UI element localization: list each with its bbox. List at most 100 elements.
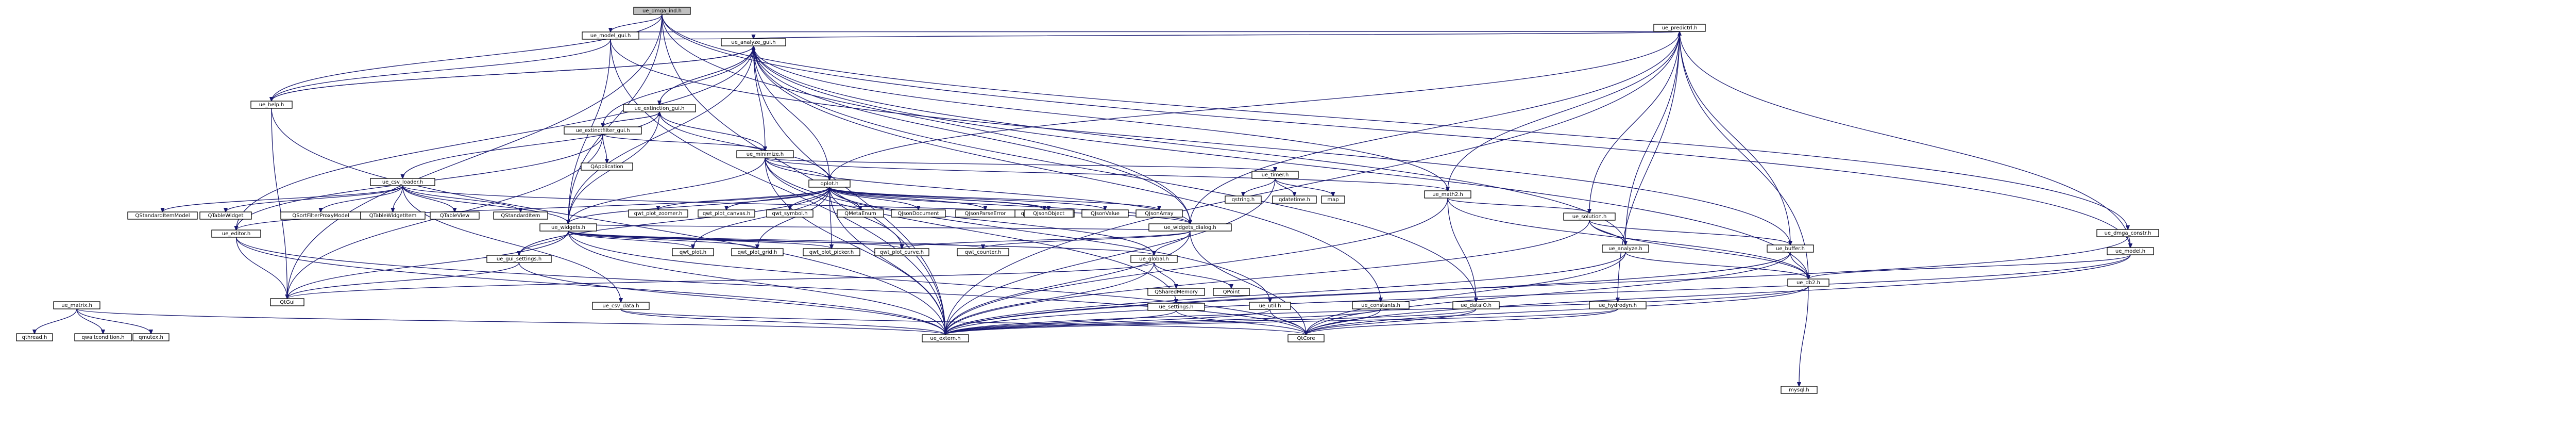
edge-ue_settings-to-ue_extern bbox=[945, 310, 1177, 335]
node-label: ue_math2.h bbox=[1432, 192, 1463, 198]
edge-ue_csv_loader-to-QSortFilterProxyModel bbox=[321, 185, 403, 212]
node-ue_dmga_constr[interactable]: ue_dmga_constr.h bbox=[2096, 229, 2159, 237]
node-ue_solution[interactable]: ue_solution.h bbox=[1563, 212, 1616, 221]
node-label: QTableView bbox=[440, 213, 469, 219]
node-QtGui[interactable]: QtGui bbox=[270, 298, 304, 306]
node-QTableView[interactable]: QTableView bbox=[430, 211, 480, 220]
node-ue_widgets_dialog[interactable]: ue_widgets_dialog.h bbox=[1148, 223, 1232, 232]
node-qwt_plot[interactable]: qwt_plot.h bbox=[672, 248, 714, 256]
edge-qplot-to-QJsonArray bbox=[829, 187, 1159, 210]
node-QJsonDocument[interactable]: QJsonDocument bbox=[891, 209, 946, 218]
edge-ue_predictrl-to-ue_widgets_dialog bbox=[1190, 31, 1680, 224]
node-label: ue_matrix.h bbox=[61, 303, 92, 308]
node-label: ue_minimize.h bbox=[747, 152, 784, 157]
node-label: ue_constants.h bbox=[1361, 303, 1400, 308]
node-label: qwt_plot_curve.h bbox=[880, 250, 924, 255]
node-label: ue_hydrodyn.h bbox=[1599, 303, 1637, 308]
edge-ue_widgets_dialog-to-QtCore bbox=[1190, 231, 1306, 335]
node-ue_editor[interactable]: ue_editor.h bbox=[211, 229, 261, 238]
node-QStandardItem[interactable]: QStandardItem bbox=[493, 211, 548, 220]
edge-ue_constants-to-ue_extern bbox=[945, 308, 1381, 335]
edge-qplot-to-qwt_plot_curve bbox=[829, 187, 902, 249]
node-QSortFilterProxyModel[interactable]: QSortFilterProxyModel bbox=[280, 211, 361, 220]
node-QtCore[interactable]: QtCore bbox=[1287, 334, 1325, 342]
node-qdatetime[interactable]: qdatetime.h bbox=[1272, 195, 1317, 204]
node-qthread[interactable]: qthread.h bbox=[16, 333, 53, 341]
node-ue_util[interactable]: ue_util.h bbox=[1249, 302, 1291, 310]
edge-ue_extinction_gui-to-ue_csv_loader bbox=[403, 111, 660, 178]
node-ue_predictrl[interactable]: ue_predictrl.h bbox=[1653, 24, 1706, 32]
node-ue_math2[interactable]: ue_math2.h bbox=[1424, 190, 1471, 199]
node-ue_extinction_gui[interactable]: ue_extinction_gui.h bbox=[623, 104, 696, 112]
node-ue_extinctfilter_gui[interactable]: ue_extinctfilter_gui.h bbox=[564, 126, 642, 135]
node-label: qmutex.h bbox=[139, 335, 163, 340]
edge-ue_widgets-to-ue_extern bbox=[568, 231, 945, 335]
node-qwt_plot_curve[interactable]: qwt_plot_curve.h bbox=[874, 248, 929, 256]
edge-ue_minimize-to-ue_widgets bbox=[568, 157, 766, 224]
node-label: ue_extern.h bbox=[930, 336, 960, 341]
node-qmutex[interactable]: qmutex.h bbox=[132, 333, 170, 341]
node-QApplication[interactable]: QApplication bbox=[581, 162, 633, 171]
node-qwt_symbol[interactable]: qwt_symbol.h bbox=[766, 209, 814, 218]
node-qwt_plot_zoomer[interactable]: qwt_plot_zoomer.h bbox=[628, 209, 688, 218]
edge-ue_dmga_constr-to-ue_extern bbox=[945, 236, 2128, 335]
node-mysql[interactable]: mysql.h bbox=[1781, 386, 1818, 394]
node-QTableWidgetItem[interactable]: QTableWidgetItem bbox=[360, 211, 426, 220]
node-QStandardItemModel[interactable]: QStandardItemModel bbox=[127, 211, 198, 220]
node-qwt_plot_canvas[interactable]: qwt_plot_canvas.h bbox=[698, 209, 755, 218]
node-QJsonArray[interactable]: QJsonArray bbox=[1136, 209, 1183, 218]
node-ue_dataIO[interactable]: ue_dataIO.h bbox=[1452, 301, 1500, 309]
node-label: QJsonArray bbox=[1145, 211, 1174, 217]
edge-ue_widgets_dialog-to-qwt_counter bbox=[983, 231, 1191, 249]
node-ue_buffer[interactable]: ue_buffer.h bbox=[1767, 244, 1814, 253]
node-label: ue_db2.h bbox=[1797, 280, 1820, 286]
node-ue_hydrodyn[interactable]: ue_hydrodyn.h bbox=[1589, 301, 1647, 309]
node-map[interactable]: map bbox=[1321, 195, 1345, 204]
node-ue_db2[interactable]: ue_db2.h bbox=[1787, 278, 1829, 287]
edge-ue_matrix-to-qthread bbox=[35, 308, 77, 334]
edge-ue_dmga_ind-to-ue_model_gui bbox=[611, 14, 663, 32]
node-ue_constants[interactable]: ue_constants.h bbox=[1352, 301, 1410, 309]
node-qplot[interactable]: qplot.h bbox=[808, 179, 851, 188]
node-label: ue_widgets.h bbox=[551, 225, 585, 231]
edge-ue_model_gui-to-ue_extern bbox=[610, 39, 945, 335]
edge-ue_math2-to-ue_extern bbox=[945, 198, 1448, 335]
node-QJsonValue[interactable]: QJsonValue bbox=[1081, 209, 1129, 218]
node-ue_global[interactable]: ue_global.h bbox=[1130, 255, 1178, 263]
node-ue_help[interactable]: ue_help.h bbox=[250, 101, 293, 109]
edge-ue_timer-to-qdatetime bbox=[1275, 178, 1295, 196]
node-QJsonObject[interactable]: QJsonObject bbox=[1024, 209, 1074, 218]
edge-ue_solution-to-ue_db2 bbox=[1589, 220, 1808, 279]
node-label: QtGui bbox=[280, 300, 295, 305]
node-QMetaEnum[interactable]: QMetaEnum bbox=[837, 209, 884, 218]
node-ue_settings[interactable]: ue_settings.h bbox=[1147, 303, 1205, 311]
edge-ue_predictrl-to-ue_db2 bbox=[1679, 31, 1808, 279]
node-qstring[interactable]: qstring.h bbox=[1225, 195, 1262, 204]
node-ue_widgets[interactable]: ue_widgets.h bbox=[539, 223, 597, 232]
node-qwt_plot_picker[interactable]: qwt_plot_picker.h bbox=[803, 248, 860, 256]
node-ue_matrix[interactable]: ue_matrix.h bbox=[53, 301, 100, 309]
node-qwaitcondition[interactable]: qwaitcondition.h bbox=[74, 333, 132, 341]
node-ue_analyze[interactable]: ue_analyze.h bbox=[1602, 244, 1649, 253]
node-ue_minimize[interactable]: ue_minimize.h bbox=[736, 150, 794, 158]
node-qwt_plot_grid[interactable]: qwt_plot_grid.h bbox=[731, 248, 784, 256]
edge-ue_solution-to-ue_extern bbox=[945, 220, 1590, 335]
node-ue_csv_data[interactable]: ue_csv_data.h bbox=[592, 302, 650, 310]
node-ue_extern[interactable]: ue_extern.h bbox=[922, 334, 969, 342]
node-label: ue_dmga_constr.h bbox=[2105, 231, 2151, 236]
node-QPoint[interactable]: QPoint bbox=[1213, 288, 1250, 296]
node-ue_model[interactable]: ue_model.h bbox=[2107, 247, 2154, 255]
node-ue_gui_settings[interactable]: ue_gui_settings.h bbox=[486, 255, 552, 263]
node-qwt_counter[interactable]: qwt_counter.h bbox=[957, 248, 1009, 256]
node-ue_model_gui[interactable]: ue_model_gui.h bbox=[582, 31, 639, 40]
node-QJsonParseError[interactable]: QJsonParseError bbox=[955, 209, 1015, 218]
node-ue_csv_loader[interactable]: ue_csv_loader.h bbox=[370, 178, 435, 186]
edge-ue_analyze_gui-to-ue_widgets bbox=[568, 45, 754, 224]
edge-ue_analyze_gui-to-ue_extinctfilter_gui bbox=[603, 45, 754, 127]
edge-ue_editor-to-ue_extern bbox=[235, 237, 946, 335]
node-QSharedMemory[interactable]: QSharedMemory bbox=[1147, 288, 1205, 296]
node-ue_analyze_gui[interactable]: ue_analyze_gui.h bbox=[721, 38, 786, 46]
node-QTableWidget[interactable]: QTableWidget bbox=[199, 211, 252, 220]
node-ue_timer[interactable]: ue_timer.h bbox=[1251, 171, 1299, 179]
node-label: ue_global.h bbox=[1139, 256, 1169, 262]
